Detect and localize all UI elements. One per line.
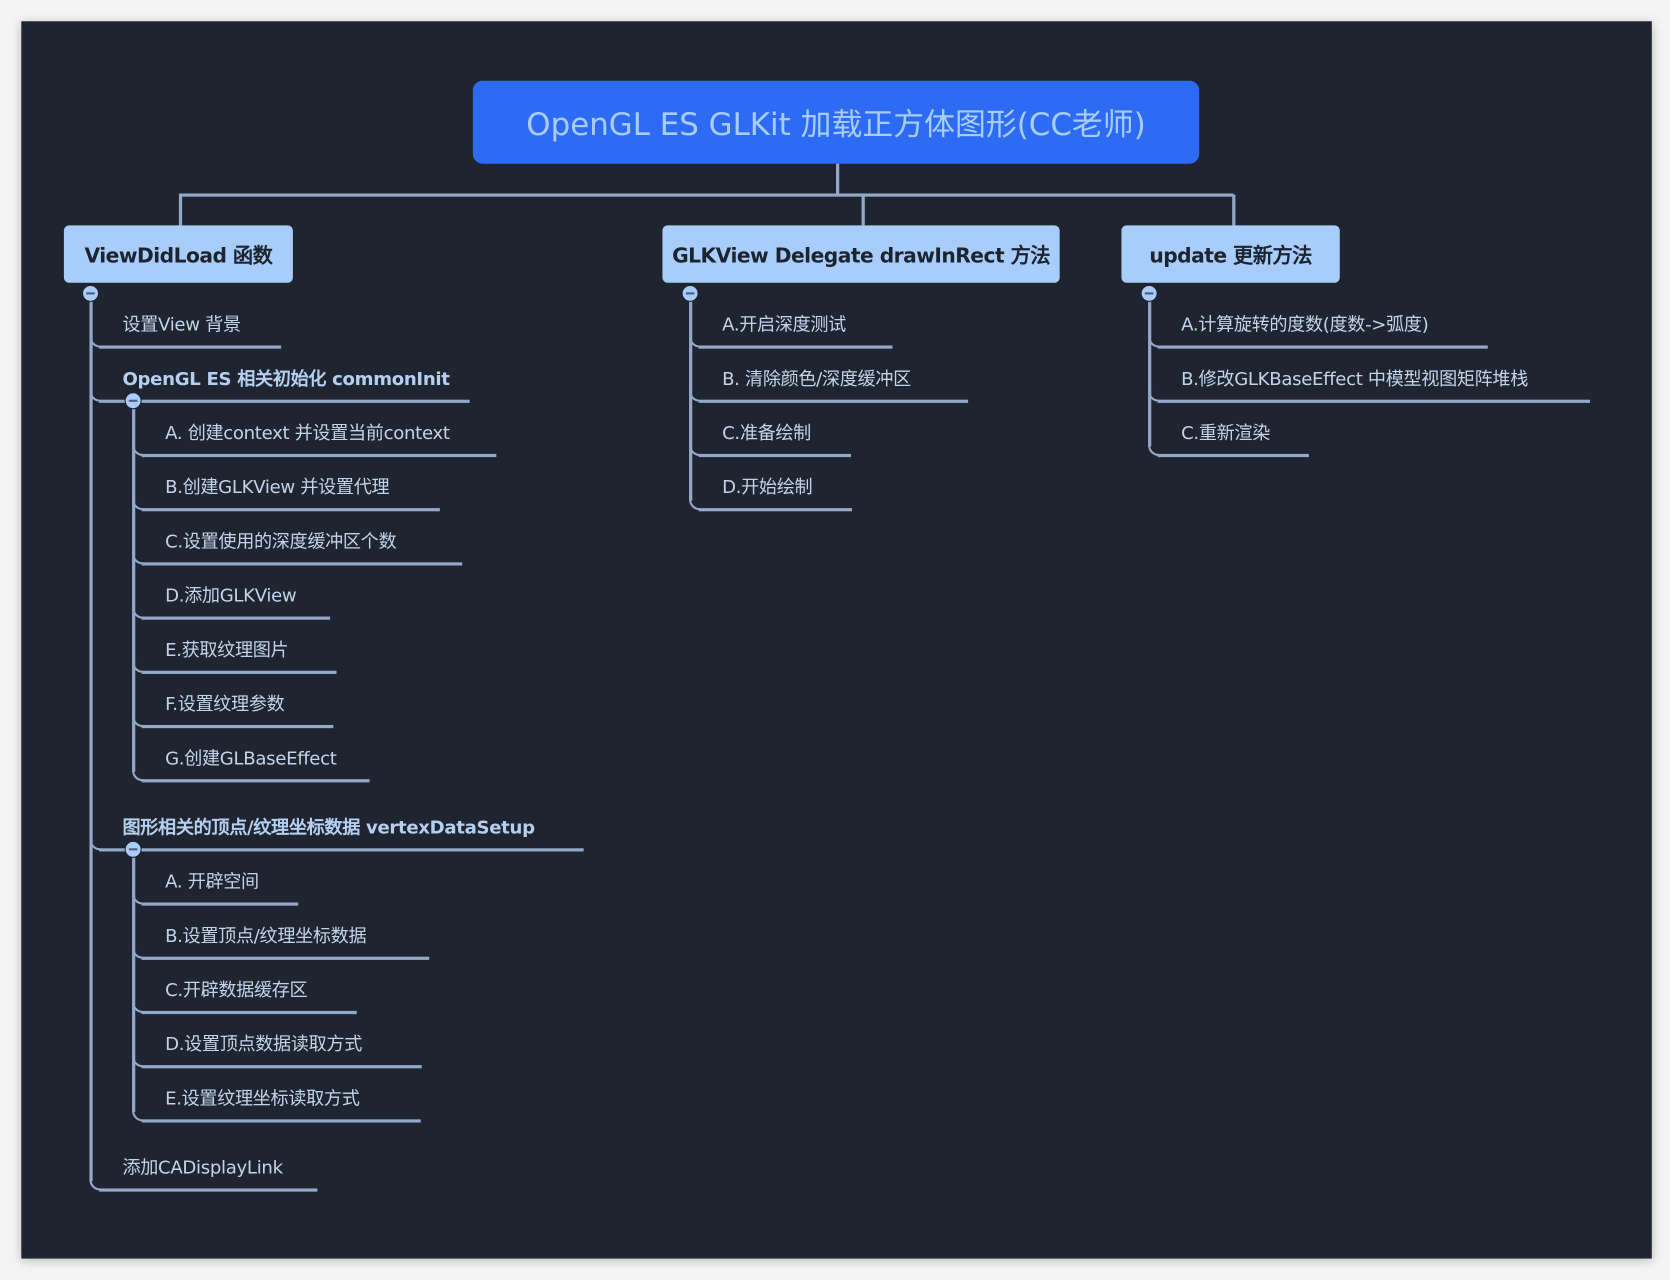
topic-underline: [141, 1119, 421, 1122]
topic-underline: [1157, 453, 1309, 457]
topic-item[interactable]: A.开启深度测试: [722, 314, 846, 336]
subtopic-item[interactable]: B.设置顶点/纹理坐标数据: [165, 925, 367, 948]
topic-underline: [99, 399, 470, 403]
subtopic-item[interactable]: A. 开辟空间: [165, 871, 259, 893]
topic-underline: [99, 1188, 318, 1192]
connector-line: [132, 849, 135, 1112]
topic-item[interactable]: A.计算旋转的度数(度数->弧度): [1181, 314, 1429, 336]
connector-line: [178, 194, 182, 226]
subtopic-item[interactable]: D.添加GLKView: [165, 585, 297, 607]
subtopic-item[interactable]: G.创建GLBaseEffect: [165, 748, 337, 770]
topic-item[interactable]: C.准备绘制: [722, 423, 811, 445]
topic-underline: [141, 508, 440, 511]
topic-item[interactable]: 添加CADisplayLink: [122, 1157, 283, 1179]
topic-underline: [141, 1065, 422, 1068]
topic-item[interactable]: OpenGL ES 相关初始化 commonInit: [122, 368, 450, 391]
topic-item[interactable]: D.开始绘制: [722, 477, 813, 499]
topic-underline: [141, 779, 370, 782]
connector-line: [1148, 293, 1151, 447]
subtopic-item[interactable]: D.设置顶点数据读取方式: [165, 1034, 363, 1056]
subtopic-item[interactable]: F.设置纹理参数: [165, 694, 285, 716]
topic-underline: [698, 508, 853, 511]
topic-underline: [698, 399, 969, 403]
topic-item[interactable]: B.修改GLKBaseEffect 中模型视图矩阵堆栈: [1181, 368, 1529, 391]
connector-line: [132, 400, 135, 772]
topic-item[interactable]: 设置View 背景: [122, 314, 241, 336]
subtopic-item[interactable]: C.开辟数据缓存区: [165, 980, 308, 1002]
subtopic-item[interactable]: C.设置使用的深度缓冲区个数: [165, 531, 397, 553]
connector-curve: [132, 1110, 143, 1122]
branch-topic-1[interactable]: GLKView Delegate drawInRect 方法: [662, 225, 1060, 283]
collapse-toggle-icon[interactable]: [124, 392, 142, 410]
topic-underline: [99, 345, 282, 349]
connector-line: [89, 293, 93, 1181]
topic-underline: [141, 1010, 357, 1014]
topic-underline: [698, 453, 851, 457]
subtopic-item[interactable]: A. 创建context 并设置当前context: [165, 423, 450, 445]
connector-curve: [132, 770, 143, 782]
collapse-toggle-icon[interactable]: [124, 840, 142, 858]
topic-item[interactable]: B. 清除颜色/深度缓冲区: [722, 368, 911, 391]
topic-underline: [141, 616, 331, 620]
connector-line: [861, 194, 865, 226]
topic-underline: [141, 562, 463, 565]
connector-line: [178, 193, 1234, 197]
topic-underline: [1157, 399, 1591, 403]
subtopic-item[interactable]: E.设置纹理坐标读取方式: [165, 1088, 360, 1110]
connector-line: [689, 293, 692, 501]
connector-curve: [89, 1179, 101, 1191]
topic-item[interactable]: C.重新渲染: [1181, 423, 1270, 445]
branch-topic-0[interactable]: ViewDidLoad 函数: [63, 225, 293, 283]
topic-underline: [698, 345, 893, 349]
subtopic-item[interactable]: E.获取纹理图片: [165, 639, 289, 662]
root-topic[interactable]: OpenGL ES GLKit 加载正方体图形(CC老师): [472, 80, 1200, 164]
topic-underline: [141, 902, 299, 906]
topic-underline: [141, 670, 337, 674]
topic-item[interactable]: 图形相关的顶点/纹理坐标数据 vertexDataSetup: [122, 817, 535, 839]
topic-underline: [141, 956, 430, 960]
topic-underline: [1157, 345, 1488, 349]
connector-curve: [689, 499, 700, 511]
subtopic-item[interactable]: B.创建GLKView 并设置代理: [165, 477, 390, 499]
collapse-toggle-icon[interactable]: [1140, 284, 1158, 302]
connector-line: [1232, 194, 1235, 226]
collapse-toggle-icon[interactable]: [82, 284, 100, 302]
connector-curve: [1148, 445, 1159, 457]
collapse-toggle-icon[interactable]: [681, 284, 699, 302]
topic-underline: [141, 724, 334, 728]
topic-underline: [141, 453, 497, 457]
branch-topic-2[interactable]: update 更新方法: [1121, 225, 1340, 283]
topic-underline: [99, 848, 584, 851]
connector-line: [836, 163, 839, 195]
